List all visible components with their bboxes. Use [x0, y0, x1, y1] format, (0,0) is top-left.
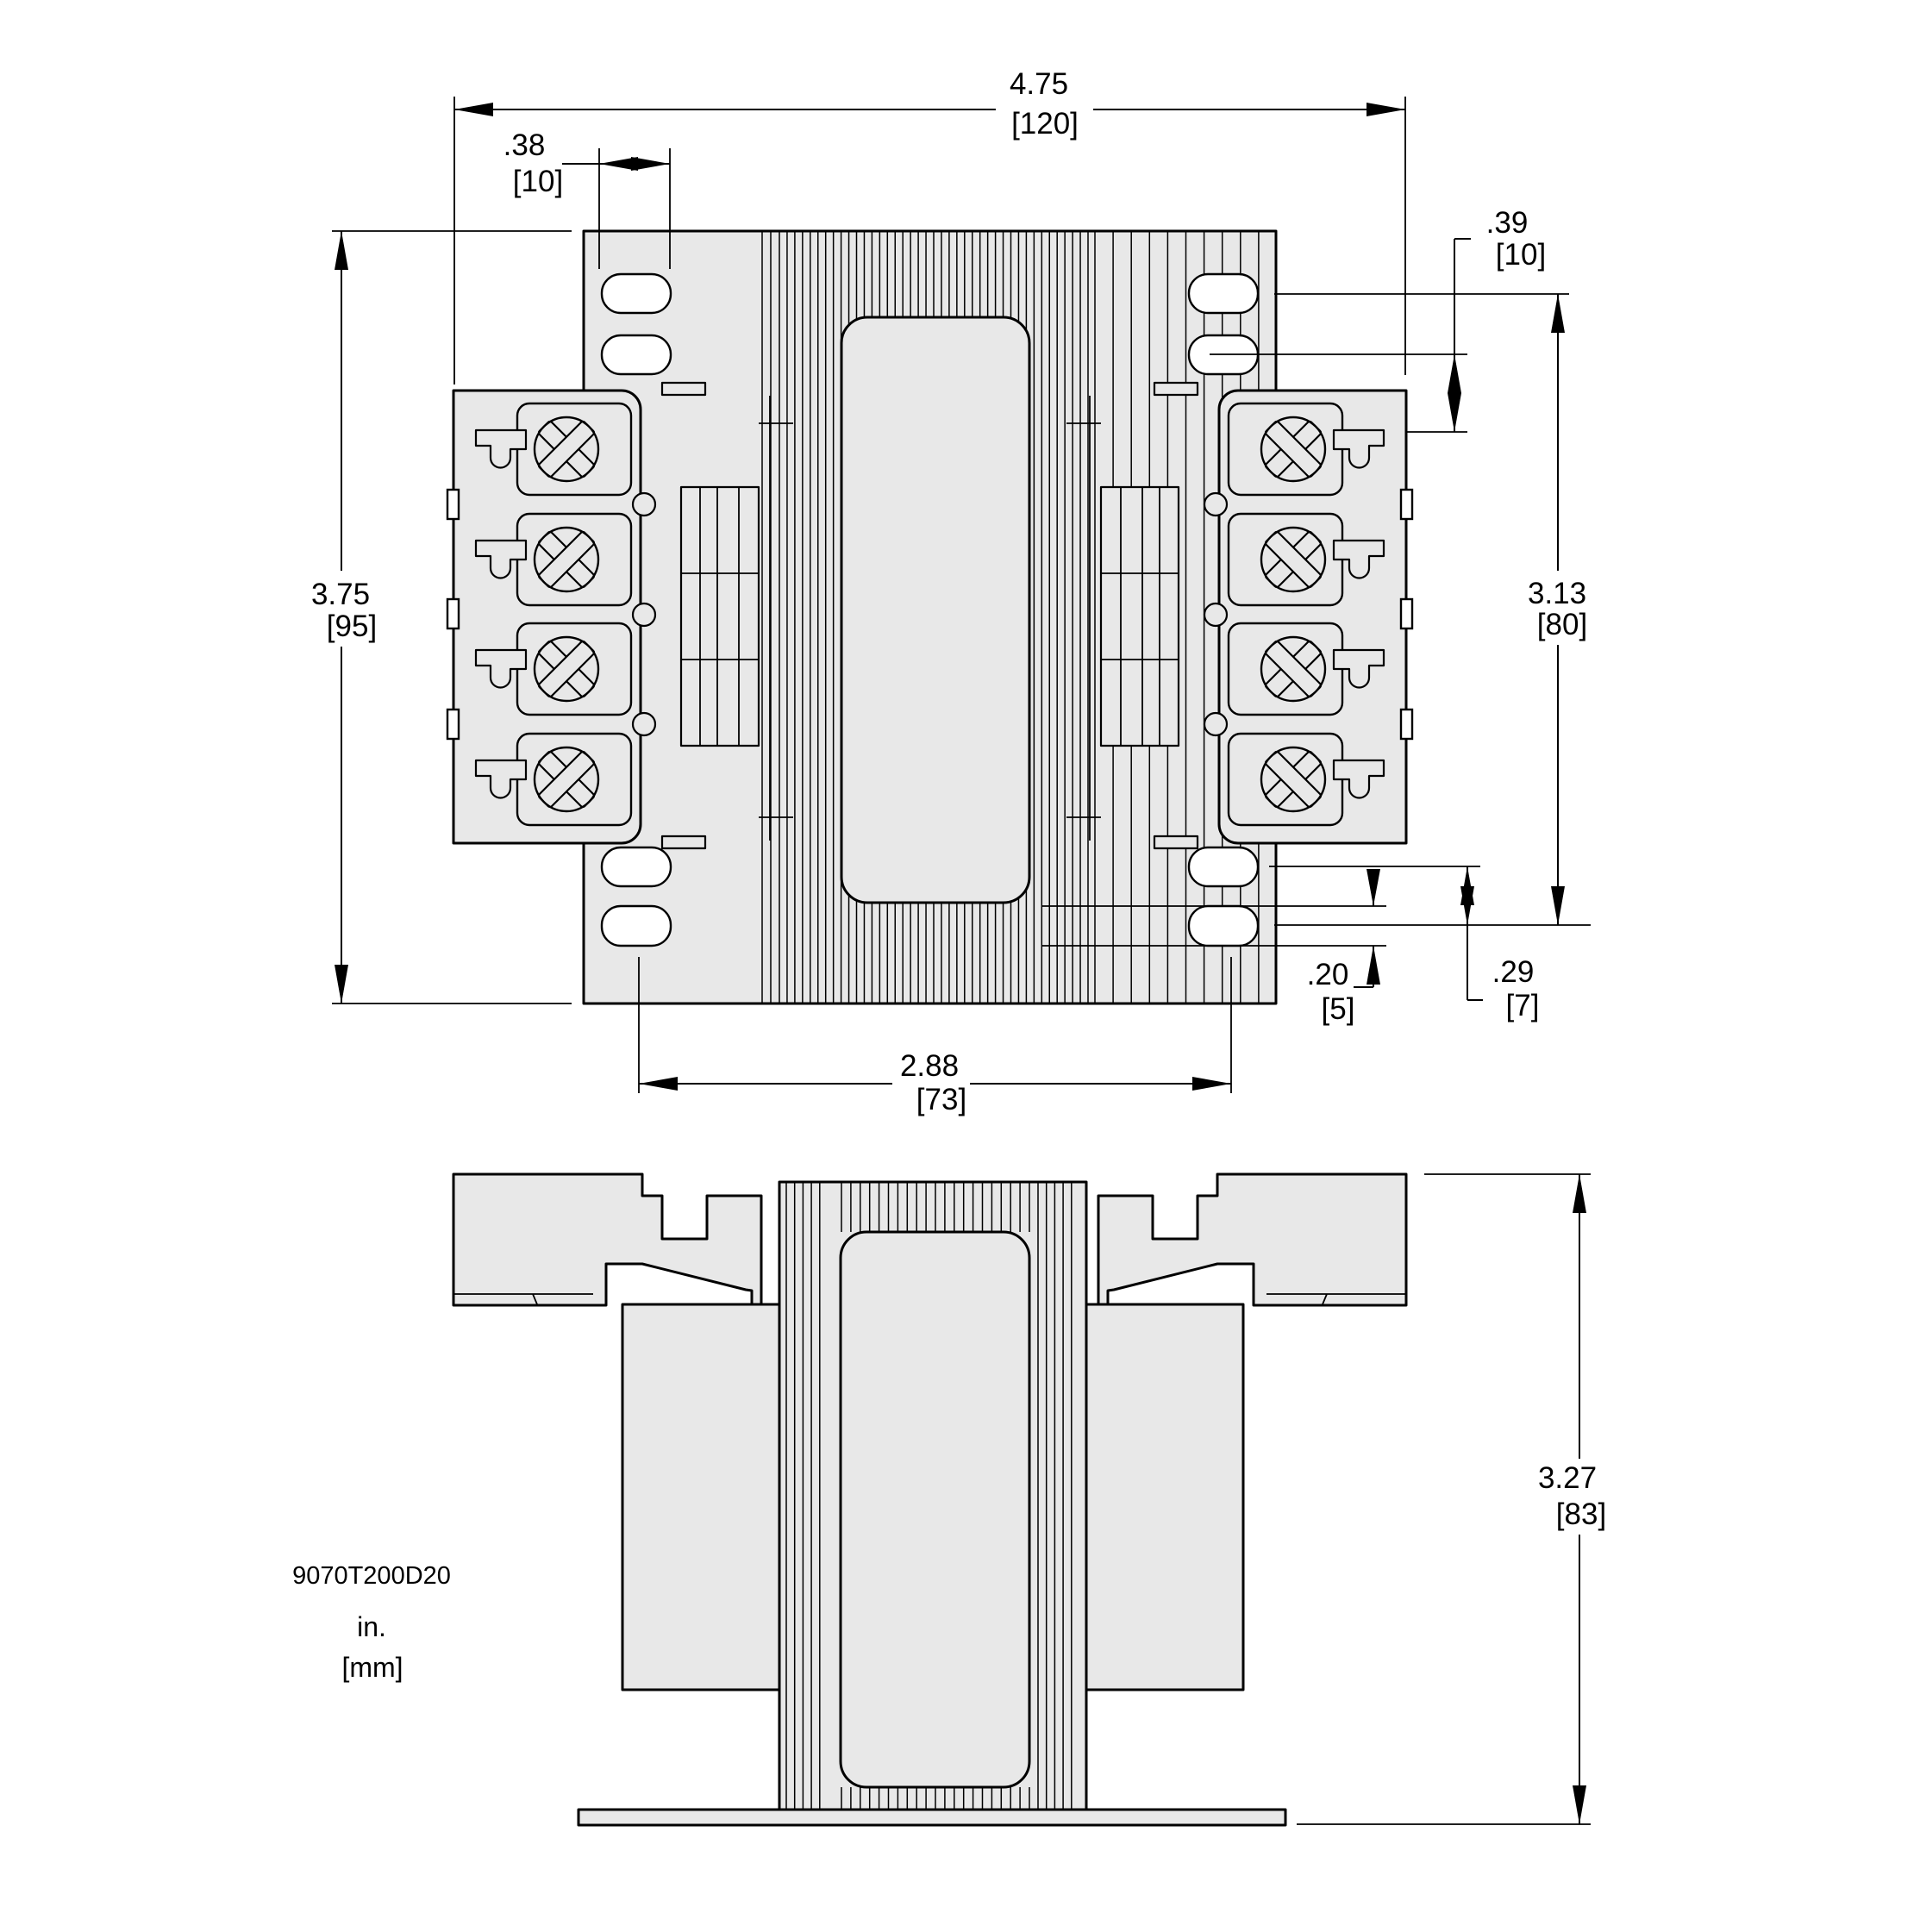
mounting-bracket-left — [452, 1172, 763, 1307]
core-lamination-lines — [785, 1182, 821, 1810]
lamination-lines-sparse-left — [761, 231, 772, 1004]
carrier-tab — [660, 835, 707, 850]
winding-left — [621, 1303, 781, 1691]
dim-label-mm: [7] — [1506, 989, 1540, 1022]
winding-right — [1085, 1303, 1245, 1691]
base-plate — [577, 1808, 1287, 1827]
dim-label: 4.75 — [1010, 67, 1068, 101]
wire-clamp-clip — [474, 759, 528, 799]
dim-label: 2.88 — [900, 1049, 959, 1083]
terminal-screw-icon — [533, 416, 600, 483]
dim-label: 3.13 — [1528, 577, 1586, 610]
side-view — [452, 1172, 1408, 1827]
dim-label-mm: [120] — [1011, 107, 1079, 141]
part-number: 9070T200D20 — [292, 1562, 451, 1590]
carrier-nub — [631, 711, 657, 737]
dim-slot-offset-top: .39 [10] — [1210, 206, 1569, 433]
terminal-screw-icon — [533, 746, 600, 813]
dim-label-mm: [10] — [1496, 238, 1546, 272]
dim-overall-height: 3.75 [95] — [311, 230, 572, 1004]
drawing-notes: 9070T200D20 in. [mm] — [292, 1562, 451, 1683]
dim-overall-width: 4.75 [120] — [453, 67, 1406, 385]
terminal-carrier — [452, 389, 642, 845]
dim-label: .39 — [1486, 206, 1529, 240]
terminal-block-left — [446, 381, 793, 850]
mounting-slots — [600, 272, 1260, 947]
dim-label: .38 — [503, 128, 546, 162]
wire-clamp-clip — [474, 648, 528, 689]
carrier-nub — [631, 602, 657, 628]
edge-notch — [446, 708, 460, 741]
carrier-nub — [631, 491, 657, 517]
coil-face — [839, 1230, 1031, 1789]
core-lamination-lines — [841, 1182, 1030, 1232]
front-view — [446, 229, 1414, 1005]
bracket-outline — [452, 1172, 763, 1307]
mounting-slot — [1187, 904, 1260, 947]
wire-clamp-clip — [474, 539, 528, 579]
mounting-slot — [1187, 846, 1260, 888]
dim-label-mm: [83] — [1556, 1497, 1606, 1531]
quick-connect-strip — [679, 485, 760, 747]
carrier-tab — [660, 381, 707, 397]
edge-notch — [446, 597, 460, 630]
core-lamination-lines — [1037, 1182, 1073, 1810]
dim-overall-depth: 3.27 [83] — [1297, 1173, 1606, 1825]
dim-label-mm: [80] — [1537, 608, 1587, 641]
dim-label-mm: [5] — [1322, 992, 1355, 1026]
dim-label-mm: [95] — [327, 610, 377, 643]
core-lamination-lines — [841, 1787, 1030, 1810]
terminal-screw-icon — [533, 526, 600, 593]
mounting-slot — [600, 272, 672, 315]
dim-slot-width: .38 [10] — [503, 128, 671, 269]
units-primary: in. — [357, 1611, 386, 1642]
bracket-seam — [453, 1293, 593, 1305]
mounting-slot — [1187, 272, 1260, 315]
dim-label: .29 — [1492, 955, 1535, 989]
mounting-slot — [600, 334, 672, 376]
dim-label-mm: [10] — [513, 165, 563, 198]
edge-notch — [446, 488, 460, 521]
dim-slot-row-spacing: .29 [7] — [1269, 866, 1539, 1022]
units-secondary: [mm] — [341, 1652, 403, 1683]
dim-mounting-width: 2.88 [73] — [638, 957, 1232, 1116]
wire-clamp-clip — [474, 428, 528, 469]
coil-window — [840, 316, 1031, 904]
dim-label: 3.27 — [1538, 1461, 1597, 1495]
terminal-screw-icon — [533, 635, 600, 703]
dimensions: 4.75 [120] .38 [10] .39 [10] 3.7 — [311, 67, 1606, 1825]
dim-slot-height: .20 [5] — [1041, 869, 1386, 1026]
core-strap-lines — [759, 396, 793, 841]
quick-connect-lines — [681, 487, 759, 746]
mounting-slot — [600, 846, 672, 888]
dim-mounting-height: 3.13 [80] — [1274, 294, 1591, 926]
mounting-bracket-right — [1097, 1172, 1408, 1307]
dim-label-mm: [73] — [916, 1083, 966, 1116]
dim-label: .20 — [1307, 958, 1349, 991]
mounting-slot — [600, 904, 672, 947]
dim-label: 3.75 — [311, 578, 370, 611]
